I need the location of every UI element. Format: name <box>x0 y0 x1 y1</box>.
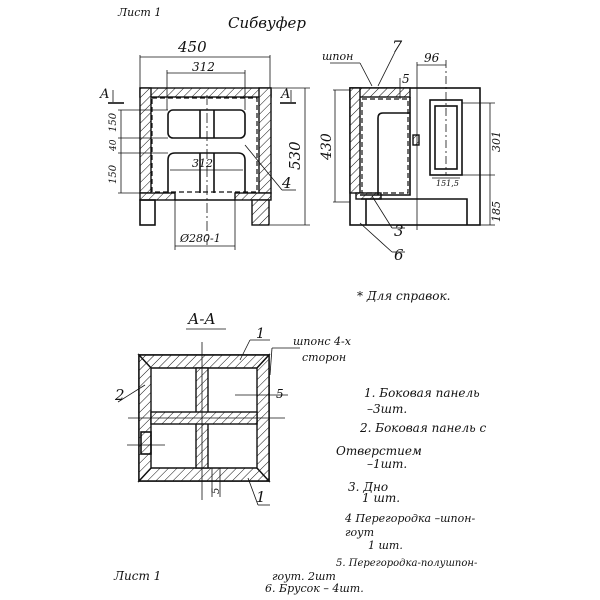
dim-hole: Ø280-1 <box>179 232 221 245</box>
dim-inner: 312 <box>192 60 215 74</box>
dim-301: 301 <box>490 131 503 152</box>
parts-list: 1. Боковая панель –3шт. 2. Боковая панел… <box>265 386 486 595</box>
parts-list-line: 1. Боковая панель <box>364 386 480 400</box>
veneer-label: шпон <box>322 50 353 63</box>
parts-list-line: –1шт. <box>367 457 407 471</box>
veneer-note-line2: сторон <box>302 351 346 364</box>
dim-151: 151,5 <box>436 179 459 188</box>
dim-150-bottom: 150 <box>108 164 119 184</box>
callout-3: 3 <box>394 222 404 240</box>
dim-185: 185 <box>490 201 503 222</box>
dim-430: 430 <box>319 133 335 161</box>
dim-5-bottom: 5 <box>211 488 222 494</box>
callout-7: 7 <box>392 37 403 56</box>
dim-5-right: 5 <box>276 387 284 401</box>
dim-width: 450 <box>177 38 207 56</box>
parts-list-line: 1 шт. <box>368 539 403 552</box>
parts-list-line: –3шт. <box>367 402 407 416</box>
callout-1-bottom: 1 <box>256 488 266 506</box>
callout-1-top: 1 <box>256 326 265 342</box>
section-title: А-А <box>187 310 216 328</box>
section-view <box>117 339 300 506</box>
parts-list-line: 1 шт. <box>362 491 400 505</box>
parts-list-line: 2. Боковая панель с <box>359 421 486 435</box>
drawing-title: Сибвуфер <box>228 14 306 32</box>
parts-list-line: гоут. 2шт <box>272 570 336 583</box>
reference-note: * Для справок. <box>357 289 450 303</box>
front-view <box>108 55 310 250</box>
parts-list-line: 5. Перегородка-полушпон- <box>336 558 478 569</box>
sheet-label-top: Лист 1 <box>117 6 161 19</box>
dim-inner-lower: 312 <box>192 157 213 170</box>
section-mark-left: A <box>99 87 109 102</box>
dim-150-top: 150 <box>108 112 119 132</box>
dim-height: 530 <box>286 141 304 170</box>
section-mark-right: A <box>280 87 290 102</box>
side-view <box>330 51 495 253</box>
callout-6: 6 <box>394 246 404 264</box>
dim-5: 5 <box>402 72 410 86</box>
parts-list-line: Отверстием <box>336 444 422 458</box>
callout-4: 4 <box>281 174 292 192</box>
veneer-note-line1: шпонс 4-х <box>293 335 352 348</box>
sheet-label-bottom: Лист 1 <box>113 569 161 583</box>
parts-list-line: 4 Перегородка –шпон- <box>344 512 475 525</box>
callout-2: 2 <box>114 386 125 404</box>
parts-list-line: 6. Брусок – 4шт. <box>265 582 364 595</box>
parts-list-line: гоут <box>345 526 374 539</box>
dim-96: 96 <box>424 51 440 65</box>
dim-40: 40 <box>109 139 119 152</box>
parts-list-line: 3. Дно <box>348 480 388 494</box>
